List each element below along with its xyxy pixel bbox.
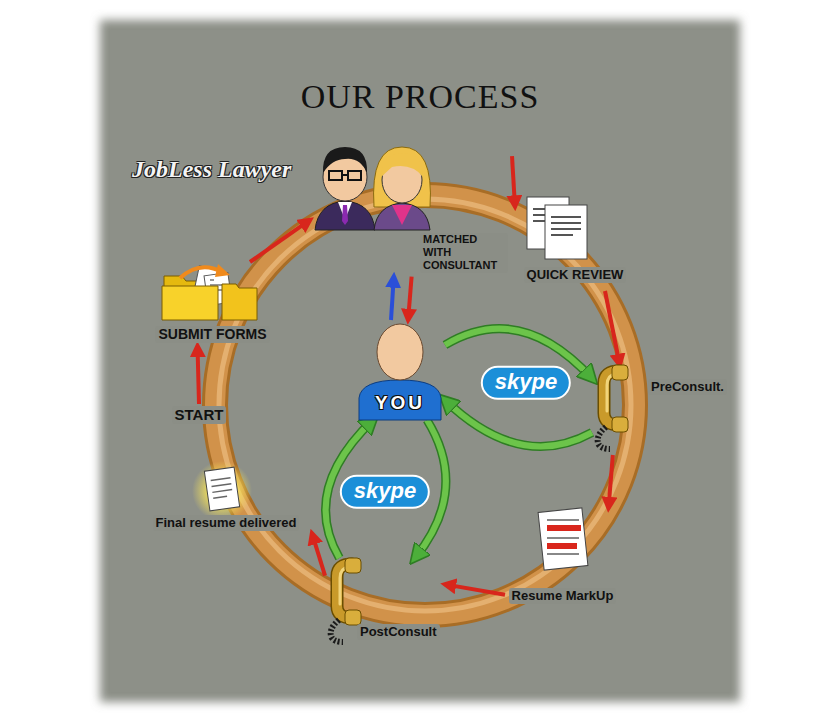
loop-outline (445, 400, 592, 446)
arrow-line (609, 455, 613, 508)
arrow-line (312, 533, 325, 575)
arrow-line (445, 584, 505, 594)
you-label: YOU (375, 392, 425, 415)
step-label: MATCHED WITH CONSULTANT (420, 233, 508, 273)
flow-arrow (445, 584, 505, 594)
arrow-line (198, 346, 200, 404)
skype-badge: skype (481, 366, 571, 400)
skype-loop (326, 420, 446, 558)
process-ring-face (215, 195, 635, 615)
process-ring-shine (219, 199, 631, 611)
arrow-line (512, 156, 515, 206)
flow-arrow (609, 455, 613, 508)
step-label: Final resume delivered (153, 515, 300, 531)
diagram-title: OUR PROCESS (301, 78, 540, 116)
panel-inner (110, 30, 730, 692)
title-holder: OUR PROCESS (0, 78, 840, 116)
brand-logo: JobLess Lawyer (132, 156, 291, 183)
flow-arrow (312, 533, 325, 575)
you-node: YOU (355, 320, 445, 420)
flow-arrow (408, 277, 412, 320)
skype-text: skype (354, 478, 416, 504)
logo-holder: JobLess Lawyer (132, 156, 291, 183)
step-node: PreConsult. (592, 365, 731, 455)
arrow-line (250, 220, 310, 262)
flow-arrow (198, 346, 200, 404)
step-node: PostConsult (325, 558, 445, 646)
step-node: Resume MarkUp (505, 508, 620, 610)
step-label: Resume MarkUp (509, 588, 617, 604)
flow-arrow (250, 220, 310, 262)
step-label: QUICK REVIEW (524, 267, 627, 283)
flow-arrow (391, 277, 394, 320)
arrow-line (605, 291, 620, 365)
step-label: SUBMIT FORMS (155, 326, 269, 343)
flow-arrow (605, 291, 620, 365)
skype-badge: skype (340, 475, 430, 509)
step-node: Final resume delivered (140, 465, 312, 541)
consultant-node: MATCHED WITH CONSULTANT (310, 135, 512, 277)
flow-arrow (512, 156, 515, 206)
loop-arrow (445, 400, 592, 446)
step-node: QUICK REVIEW (515, 195, 635, 291)
arrow-line (391, 277, 394, 320)
skype-loop (445, 329, 592, 447)
step-label: PostConsult (357, 624, 440, 640)
step-node: SUBMIT FORMS (150, 262, 275, 346)
step-label: PreConsult. (648, 379, 727, 395)
panel (100, 20, 740, 702)
step-label: START (172, 406, 227, 424)
start-node: START (168, 404, 230, 428)
process-ring (215, 195, 635, 615)
skype-text: skype (495, 369, 557, 395)
arrow-line (408, 277, 412, 320)
